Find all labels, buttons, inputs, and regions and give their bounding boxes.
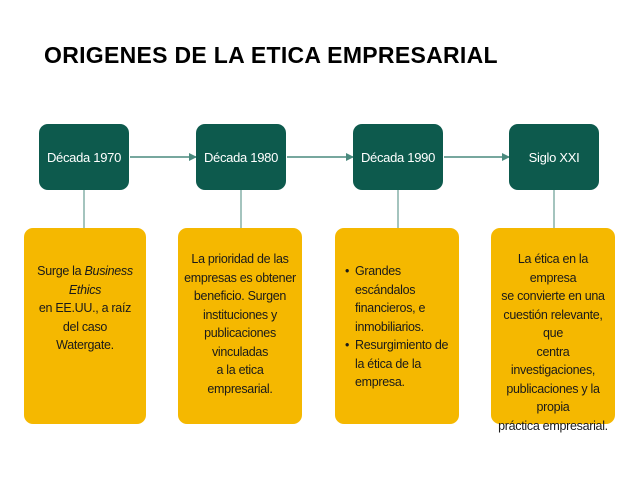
card-1990: Grandes escándalos financieros, e inmobi… — [335, 228, 459, 424]
era-label: Década 1970 — [46, 149, 122, 165]
card-line: Watergate. — [56, 338, 114, 352]
card-line: publicaciones vinculadas — [204, 326, 276, 359]
card-line: en EE.UU., a raíz del caso — [38, 301, 132, 334]
card-line: La prioridad de las — [191, 252, 289, 266]
era-label: Década 1990 — [360, 149, 436, 165]
card-line: instituciones y — [202, 307, 277, 322]
card-text: Surge la — [37, 264, 85, 278]
card-line: práctica empresarial. — [498, 418, 608, 433]
card-line: publicaciones y la propia — [506, 381, 600, 415]
card-xxi: La ética en la empresa se convierte en u… — [491, 228, 615, 433]
card-line: Surge la Business Ethics — [30, 262, 140, 299]
card-1970: Surge la Business Ethics en EE.UU., a ra… — [24, 228, 146, 424]
card-line: beneficio. Surgen — [193, 289, 287, 303]
card-line: a la etica empresarial. — [207, 363, 273, 396]
era-box-xxi: Siglo XXI — [509, 124, 599, 190]
era-box-1990: Década 1990 — [353, 124, 443, 190]
card-text-emphasis: Business Ethics — [68, 264, 133, 297]
card-1980: La prioridad de las empresas es obtener … — [178, 228, 302, 424]
era-box-1970: Década 1970 — [39, 124, 129, 190]
slide-title: ORIGENES DE LA ETICA EMPRESARIAL — [44, 42, 498, 68]
era-box-1980: Década 1980 — [196, 124, 286, 190]
era-label: Siglo XXI — [528, 149, 580, 165]
card-bullet-list: Grandes escándalos financieros, e inmobi… — [345, 262, 453, 392]
card-line: se convierte en una — [501, 289, 605, 303]
era-label: Década 1980 — [203, 149, 279, 165]
card-line: empresas es obtener — [184, 270, 296, 285]
card-line: cuestión relevante, que — [503, 307, 603, 341]
card-line: centra investigaciones, — [510, 344, 596, 378]
card-line: La ética en la empresa — [517, 252, 589, 285]
bullet-item: Resurgimiento de la ética de la empresa. — [345, 336, 453, 392]
bullet-item: Grandes escándalos financieros, e inmobi… — [345, 262, 453, 336]
